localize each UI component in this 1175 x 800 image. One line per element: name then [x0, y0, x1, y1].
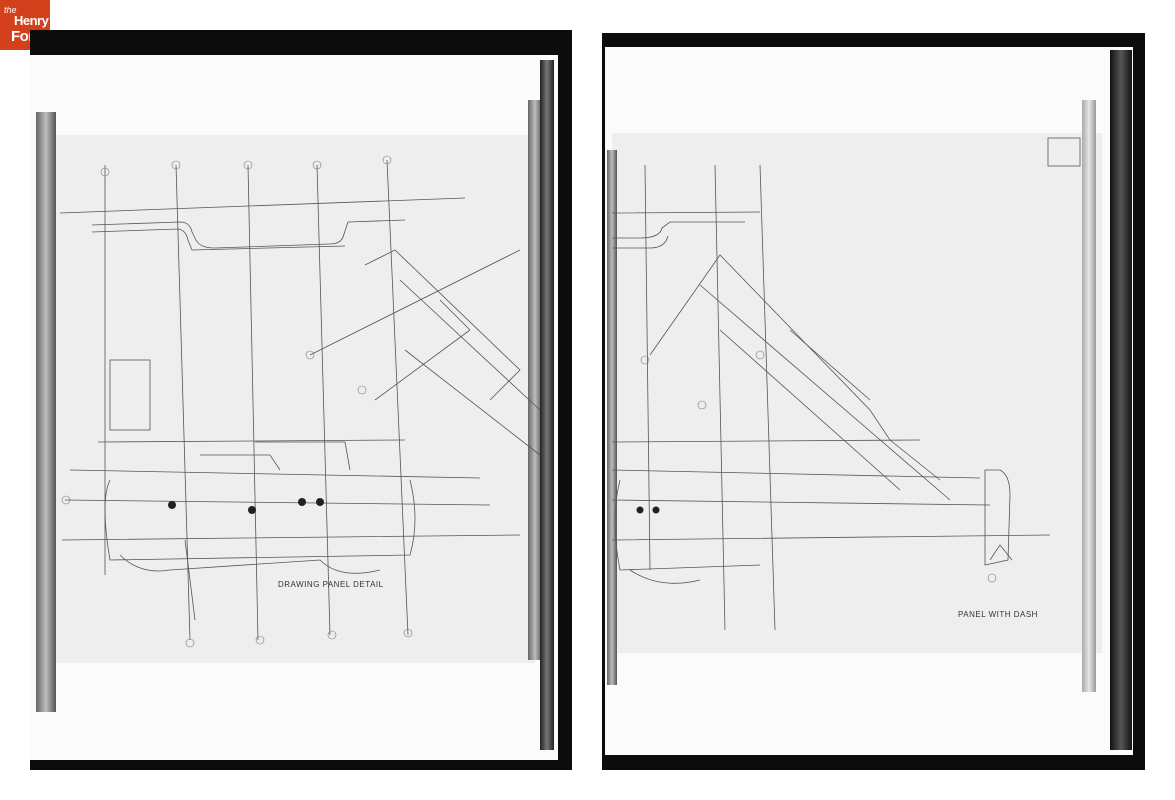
right-drawing-caption: PANEL WITH DASH	[958, 610, 1038, 619]
logo-text-henry: Henry	[14, 13, 49, 28]
right-sheet-left-edge	[607, 150, 617, 685]
right-drawing-area	[612, 133, 1102, 653]
left-sheet-left-edge	[36, 112, 56, 712]
left-drawing-area	[45, 135, 535, 663]
left-sheet-right-edge	[528, 100, 542, 660]
left-drawing-caption: DRAWING PANEL DETAIL	[278, 580, 384, 589]
logo-text-the: the	[4, 5, 17, 15]
the-henry-ford-logo: the Henry Ford	[0, 0, 50, 50]
left-frame-film-edge	[540, 60, 554, 750]
right-frame-film-edge	[1110, 50, 1132, 750]
right-sheet-right-edge	[1082, 100, 1096, 692]
